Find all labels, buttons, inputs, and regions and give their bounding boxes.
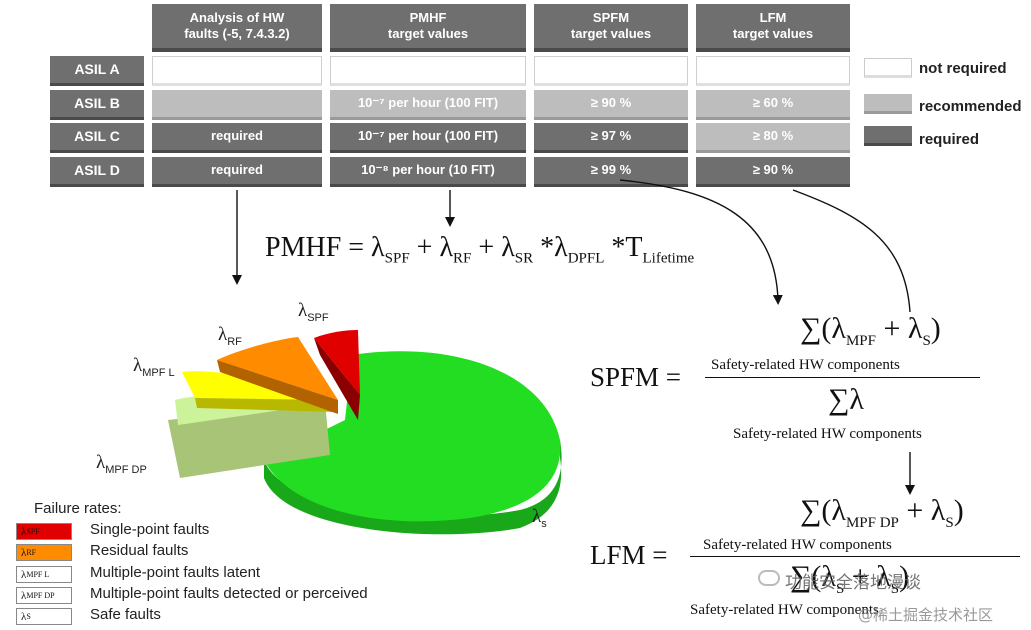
pie-label-safe: λs (532, 506, 547, 530)
pie-slice-spf-side (314, 338, 360, 420)
cell-b-analysis (152, 90, 322, 120)
row-label-asil-b: ASIL B (50, 90, 144, 120)
cell-a-pmhf (330, 56, 526, 86)
watermark-line1: 功能安全落地漫谈 (785, 573, 921, 593)
pie-slice-spf (314, 330, 360, 395)
header-lfm: LFM target values (696, 4, 850, 52)
fr-label-rf: Residual faults (90, 542, 189, 559)
lfm-fraction-bar (690, 556, 1020, 557)
cell-b-lfm: ≥ 60 % (696, 90, 850, 120)
cell-a-analysis (152, 56, 322, 86)
lfm-numerator: ∑(λMPF DP + λS) (800, 494, 964, 531)
cell-c-spfm: ≥ 97 % (534, 123, 688, 153)
header-analysis: Analysis of HW faults (-5, 7.4.3.2) (152, 4, 322, 52)
pie-label-mpfl: λMPF L (133, 355, 175, 379)
cell-c-analysis: required (152, 123, 322, 153)
cell-a-lfm (696, 56, 850, 86)
pie-slice-mpfdp-side (168, 402, 330, 478)
fr-label-mpfdp: Multiple-point faults detected or percei… (90, 585, 368, 602)
header-spfm: SPFM target values (534, 4, 688, 52)
row-label-asil-d: ASIL D (50, 157, 144, 187)
cell-b-spfm: ≥ 90 % (534, 90, 688, 120)
fr-label-mpfl: Multiple-point faults latent (90, 564, 261, 581)
failure-rates-title: Failure rates: (34, 500, 122, 517)
pie-label-spf: λSPF (298, 300, 329, 324)
legend-label-recommended: recommended (919, 98, 1022, 115)
fr-label-safe: Safe faults (90, 606, 161, 623)
spfm-denominator: ∑λ (828, 383, 864, 416)
legend-label-not-required: not required (919, 60, 1007, 77)
cell-d-analysis: required (152, 157, 322, 187)
pie-slice-rf-side (217, 360, 338, 414)
spfm-numerator-sub: Safety-related HW components (711, 357, 900, 373)
legend-swatch-recommended (864, 94, 912, 114)
lfm-numerator-sub: Safety-related HW components (703, 537, 892, 553)
legend-swatch-required (864, 126, 912, 146)
pie-label-rf: λRF (218, 324, 242, 348)
pie-label-mpfdp: λMPF DP (96, 452, 147, 476)
watermark-icon (758, 570, 780, 586)
cell-c-lfm: ≥ 80 % (696, 123, 850, 153)
spfm-lhs: SPFM = (590, 362, 682, 392)
pie-slice-mpfl-side (195, 398, 335, 412)
spfm-fraction-bar (705, 377, 980, 378)
fr-label-spf: Single-point faults (90, 521, 210, 538)
legend-label-required: required (919, 131, 980, 148)
cell-d-pmhf: 10⁻⁸ per hour (10 FIT) (330, 157, 526, 187)
spfm-numerator: ∑(λMPF + λS) (800, 312, 941, 349)
pie-slice-safe (264, 351, 561, 522)
header-pmhf: PMHF target values (330, 4, 526, 52)
pmhf-lhs: PMHF (265, 232, 342, 263)
spfm-denominator-sub: Safety-related HW components (733, 426, 922, 442)
pmhf-formula: PMHF = λSPF + λRF + λSR *λDPFL *TLifetim… (265, 232, 695, 267)
cell-a-spfm (534, 56, 688, 86)
cell-c-pmhf: 10⁻⁷ per hour (100 FIT) (330, 123, 526, 153)
lfm-denominator: ∑(λS + λS) (790, 560, 910, 597)
lfm-lhs: LFM = (590, 540, 668, 570)
row-label-asil-c: ASIL C (50, 123, 144, 153)
lfm-denominator-sub: Safety-related HW components (690, 602, 879, 618)
pie-slice-rf (217, 337, 338, 400)
watermark-line2: @稀土掘金技术社区 (858, 606, 994, 624)
legend-swatch-not-required (864, 58, 912, 78)
row-label-asil-a: ASIL A (50, 56, 144, 86)
cell-b-pmhf: 10⁻⁷ per hour (100 FIT) (330, 90, 526, 120)
